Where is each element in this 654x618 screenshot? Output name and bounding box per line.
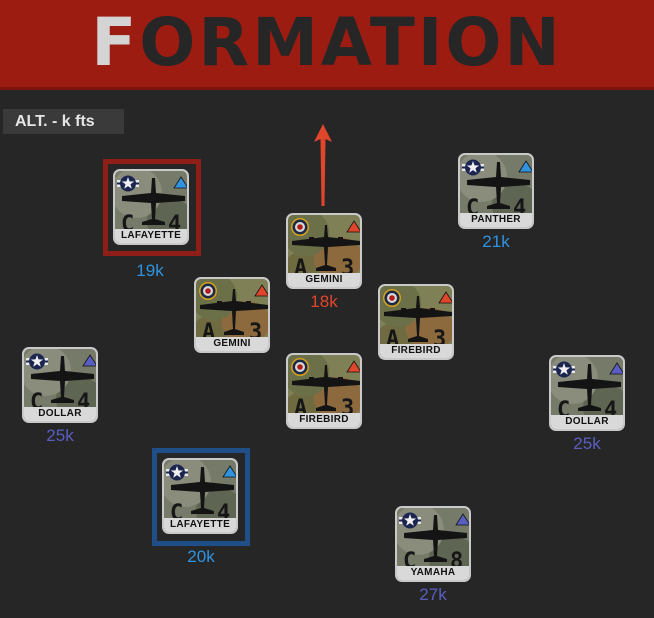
fighter-silhouette-icon <box>467 162 530 209</box>
bomber-silhouette-icon <box>200 289 268 335</box>
title-first-letter: F <box>91 4 140 81</box>
altitude-readout-panther: 21k <box>482 232 510 251</box>
selection-frame-red <box>103 159 201 256</box>
callsign-label: FIREBIRD <box>380 344 452 358</box>
page-title: FORMATION <box>0 4 654 82</box>
heading-arrow-icon <box>314 124 332 206</box>
callsign-label: GEMINI <box>288 273 360 287</box>
altitude-readout-dollar: 25k <box>46 426 74 445</box>
altitude-readout-lafayette-2: 20k <box>187 547 215 566</box>
altitude-readout-dollar-2: 25k <box>573 434 601 453</box>
fighter-silhouette-icon <box>171 467 234 514</box>
side-triangle-icon <box>346 220 360 233</box>
altitude-readout-gemini-lead: 18k <box>310 292 338 311</box>
side-triangle-icon <box>438 291 452 304</box>
altitude-legend: ALT. - k fts <box>3 109 124 134</box>
callsign-label: YAMAHA <box>397 566 469 580</box>
selection-frame-blue <box>152 448 250 546</box>
title-rest: ORMATION <box>139 4 563 81</box>
callsign-label: FIREBIRD <box>288 413 360 427</box>
side-triangle-icon <box>455 513 469 526</box>
fighter-silhouette-icon <box>31 356 94 403</box>
bomber-silhouette-icon <box>292 225 360 271</box>
side-triangle-icon <box>173 176 187 189</box>
altitude-readout-yamaha: 27k <box>419 585 447 604</box>
bomber-silhouette-icon <box>292 365 360 411</box>
callsign-label: LAFAYETTE <box>115 229 187 243</box>
callsign-label: DOLLAR <box>551 415 623 429</box>
callsign-label: GEMINI <box>196 337 268 351</box>
side-triangle-icon <box>254 284 268 297</box>
title-banner: FORMATION <box>0 0 654 90</box>
fighter-silhouette-icon <box>122 178 185 225</box>
side-triangle-icon <box>222 465 236 478</box>
altitude-readout-lafayette: 19k <box>136 261 164 280</box>
callsign-label: LAFAYETTE <box>164 518 236 532</box>
callsign-label: DOLLAR <box>24 407 96 421</box>
callsign-label: PANTHER <box>460 213 532 227</box>
side-triangle-icon <box>82 354 96 367</box>
side-triangle-icon <box>346 360 360 373</box>
side-triangle-icon <box>518 160 532 173</box>
side-triangle-icon <box>609 362 623 375</box>
fighter-silhouette-icon <box>404 515 467 562</box>
bomber-silhouette-icon <box>384 296 452 342</box>
fighter-silhouette-icon <box>558 364 621 411</box>
